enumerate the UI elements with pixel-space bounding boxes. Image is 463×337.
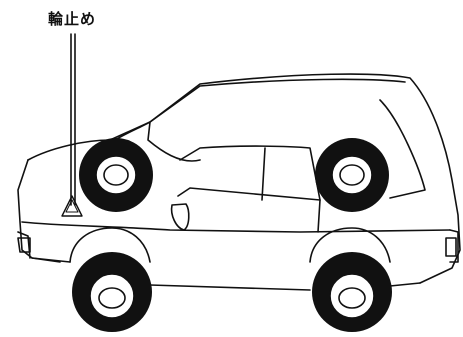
car-body [17,73,461,291]
wheel-front [72,252,152,332]
tire-front-top [79,138,153,212]
wheel-rear [312,252,392,332]
callout-leader [70,33,76,206]
tire-rear-top [315,138,389,212]
wheel-chock-label: 輪止め [48,10,97,28]
